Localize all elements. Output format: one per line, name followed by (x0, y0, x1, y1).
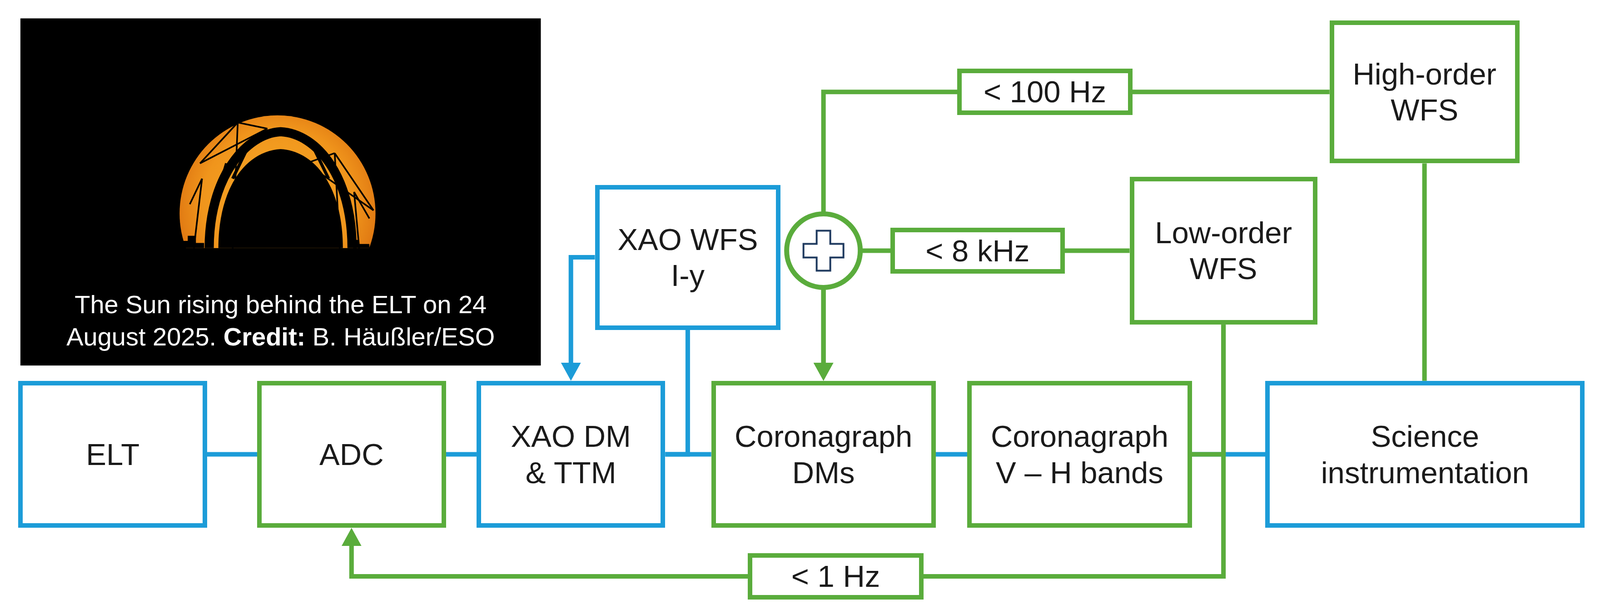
telescope-box: ELT (18, 380, 208, 528)
optics-box: Coronagraph V – H bands (967, 380, 1192, 528)
dome-lattice (214, 142, 346, 204)
wavefront-sensor-box: Low-order WFS (1129, 176, 1318, 325)
beam-tap (1422, 163, 1427, 381)
wavefront-sensor-box: High-order WFS (1329, 20, 1520, 164)
summing-circle (786, 213, 861, 288)
box-label: Coronagraph V – H bands (983, 417, 1176, 490)
beam-path (446, 452, 477, 457)
beam-path (935, 452, 968, 457)
control-loop (823, 91, 1330, 372)
dome-silhouette (218, 149, 343, 249)
optics-box: ADC (257, 380, 447, 528)
instrument-box: Science instrumentation (1265, 380, 1585, 528)
beam-tap (1192, 324, 1224, 454)
caption-text: Credit: (223, 322, 306, 351)
box-label: Coronagraph DMs (725, 417, 922, 490)
loop-rate: < 1 Hz (791, 559, 881, 593)
beam-path (207, 452, 258, 457)
crane-silhouettes (189, 122, 374, 249)
optics-box: Coronagraph DMs (711, 380, 936, 528)
horizon-buildings (179, 235, 204, 249)
loop-rate: < 100 Hz (983, 74, 1107, 109)
caption-text: B. Häußler/ESO (312, 322, 495, 351)
control-line (571, 257, 596, 372)
photo-caption: The Sun rising behind the ELT on 24 Augu… (35, 288, 527, 353)
summing-junction (786, 213, 861, 288)
box-label: Science instrumentation (1279, 417, 1571, 490)
box-label: XAO WFS I-y (611, 221, 765, 294)
control-loop (351, 324, 1224, 577)
optics-box: XAO DM & TTM (476, 380, 666, 528)
loop-rate: < 8 kHz (925, 233, 1030, 268)
photo-background (20, 18, 542, 366)
box-label: XAO DM & TTM (501, 417, 640, 490)
plus-symbol (803, 230, 844, 271)
dome-framework (208, 131, 352, 249)
beam-tap (665, 329, 688, 455)
box-label: ELT (85, 436, 140, 473)
rate-label-box: < 1 Hz (747, 552, 924, 600)
box-label: High-order WFS (1344, 55, 1506, 128)
rate-label-box: < 100 Hz (957, 68, 1133, 115)
wavefront-sensor-box: XAO WFS I-y (595, 184, 781, 330)
rate-label-box: < 8 kHz (890, 227, 1065, 274)
box-label: Low-order WFS (1144, 214, 1303, 287)
box-label: ADC (319, 436, 384, 473)
